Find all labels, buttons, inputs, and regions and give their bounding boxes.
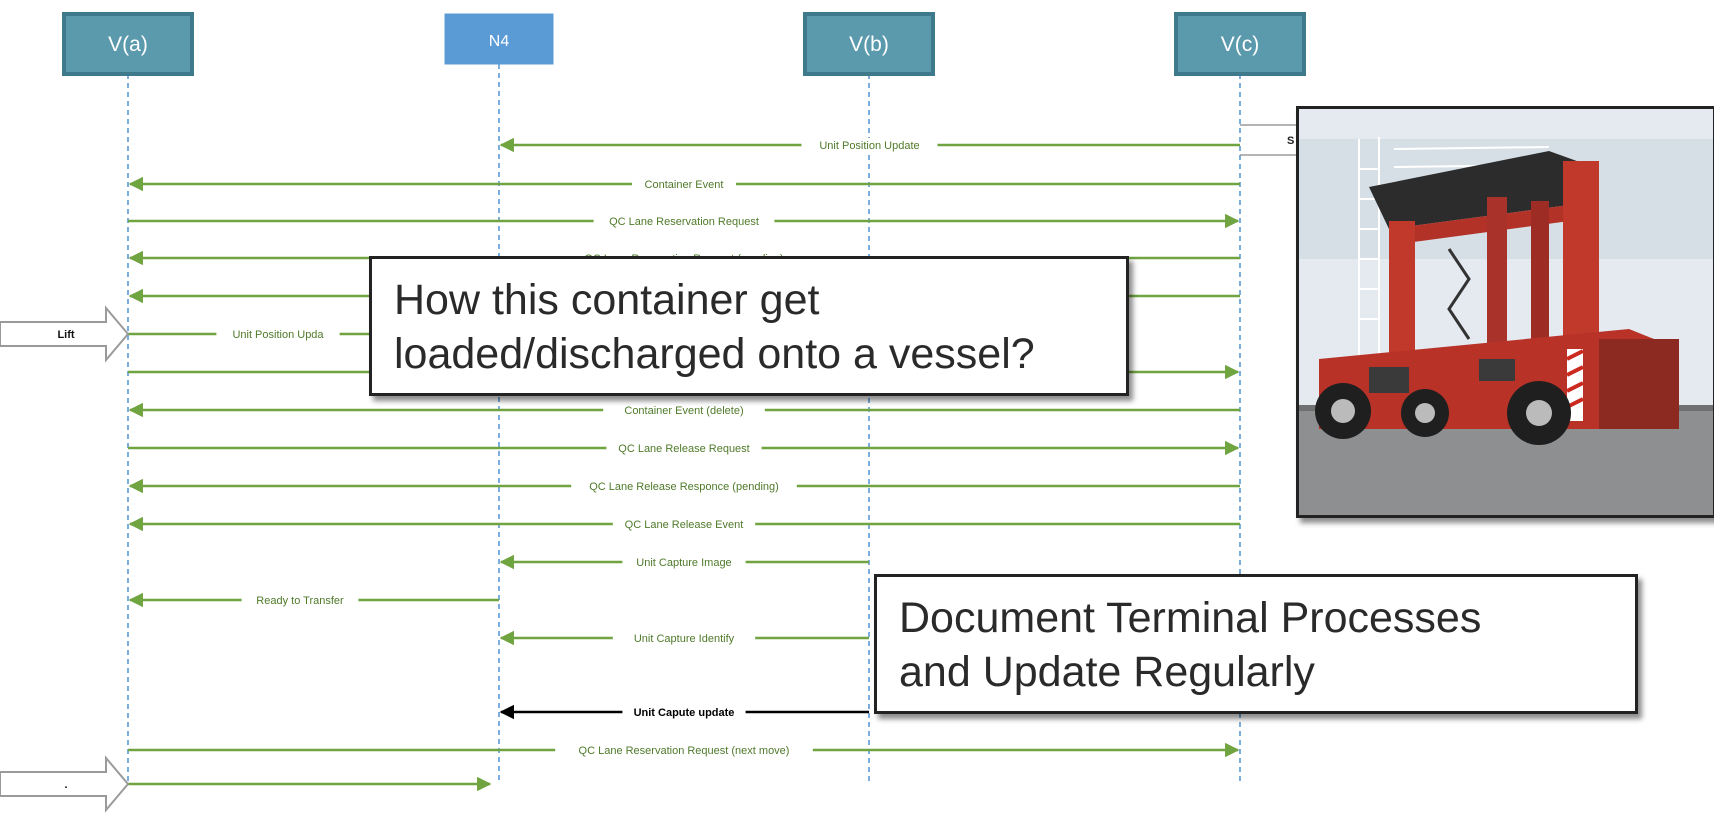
lifeline-label-vb: V(b) bbox=[849, 33, 889, 56]
straddle-carrier-image bbox=[1299, 109, 1713, 515]
message-label-bg bbox=[801, 138, 938, 152]
question-callout: How this container get loaded/discharged… bbox=[369, 256, 1129, 396]
question-line-2: loaded/discharged onto a vessel? bbox=[394, 330, 1035, 378]
message-label: QC Lane Reservation Request (next move) bbox=[579, 745, 790, 757]
message-label: Unit Capture Identify bbox=[634, 633, 735, 645]
message-label-bg bbox=[603, 403, 765, 417]
partial-label: S bbox=[1287, 135, 1294, 147]
lifeline-header-va bbox=[62, 12, 194, 76]
message-label-bg bbox=[571, 479, 797, 493]
note-callout: Document Terminal Processes and Update R… bbox=[874, 574, 1638, 714]
lifeline-label-n4: N4 bbox=[489, 33, 510, 50]
message-label: Unit Position Upda bbox=[232, 329, 324, 341]
message-label: Ready to Transfer bbox=[256, 595, 344, 607]
message-label: QC Lane Release Request bbox=[618, 443, 749, 455]
message-label-bg bbox=[593, 214, 775, 228]
lifeline-label-va: V(a) bbox=[108, 33, 148, 56]
message-label: QC Lane Release Event bbox=[625, 519, 744, 531]
external-trigger-label: Lift bbox=[57, 329, 74, 341]
message-label-bg bbox=[612, 517, 756, 531]
message-label-bg bbox=[612, 631, 756, 645]
message-label: QC Lane Reservation Request bbox=[609, 216, 759, 228]
lifeline-header-n4 bbox=[444, 13, 554, 65]
message-label-bg bbox=[555, 743, 813, 757]
external-trigger-arrow bbox=[0, 755, 130, 813]
message-label: Container Event (delete) bbox=[624, 405, 743, 417]
message-label: Unit Capture Image bbox=[636, 557, 731, 569]
note-line-2: and Update Regularly bbox=[899, 648, 1315, 696]
lifeline-label-vc: V(c) bbox=[1221, 33, 1260, 56]
message-label-bg bbox=[622, 555, 746, 569]
message-label: Unit Capute update bbox=[634, 707, 735, 719]
message-label-bg bbox=[632, 177, 736, 191]
message-label-bg bbox=[622, 705, 746, 719]
message-label-bg bbox=[241, 593, 359, 607]
note-line-1: Document Terminal Processes bbox=[899, 594, 1482, 642]
message-label-bg bbox=[606, 441, 762, 455]
message-label: QC Lane Release Responce (pending) bbox=[589, 481, 779, 493]
external-trigger-label: . bbox=[64, 779, 67, 791]
lifeline-header-vb bbox=[803, 12, 935, 76]
message-label: Container Event bbox=[645, 179, 724, 191]
straddle-carrier-photo bbox=[1296, 106, 1714, 518]
lifeline-header-vc bbox=[1174, 12, 1306, 76]
external-trigger-arrow bbox=[0, 305, 130, 363]
question-line-1: How this container get bbox=[394, 276, 820, 324]
message-label: Unit Position Update bbox=[819, 140, 919, 152]
message-label-bg bbox=[216, 327, 340, 341]
